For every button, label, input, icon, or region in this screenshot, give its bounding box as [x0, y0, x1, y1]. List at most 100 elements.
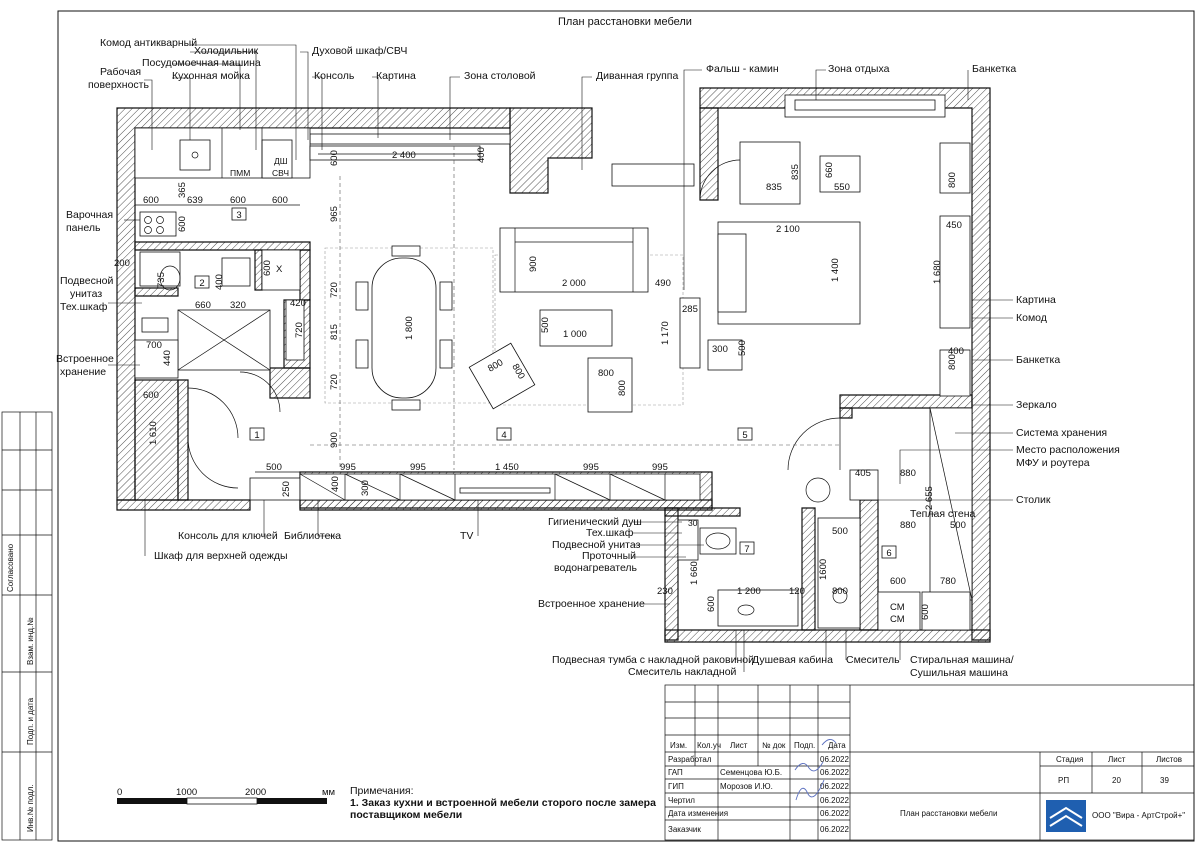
dim-720-c: 720 [329, 374, 340, 390]
cm1-marker: СМ [890, 602, 905, 613]
label-smesitel-nakl: Смеситель накладной [628, 666, 737, 678]
dim-900-a: 900 [329, 432, 340, 448]
label-sistema: Система хранения [1016, 427, 1107, 439]
notes-line1: 1. Заказ кухни и встроенной мебели сторо… [350, 797, 656, 809]
label-unitaz-1: Подвесной [60, 275, 113, 287]
living [468, 227, 701, 413]
callouts: Комод антикварный Холодильник Посудомоеч… [56, 37, 1120, 679]
room-5: 5 [742, 430, 747, 441]
scale-mm: мм [322, 787, 335, 798]
svch-marker: СВЧ [272, 168, 289, 178]
dim-835-a: 835 [766, 182, 782, 193]
dim-400-a: 400 [476, 147, 487, 163]
side-stamp: Согласовано Взам. инд.№ Подп. и дата Инв… [1, 411, 53, 841]
signature-2 [795, 779, 825, 801]
dim-995-a: 995 [340, 462, 356, 473]
dim-1800: 1 800 [404, 316, 415, 340]
dim-285: 285 [682, 304, 698, 315]
bath-laundry [677, 407, 973, 631]
dim-600-h: 600 [706, 596, 717, 612]
label-stolik: Столик [1016, 494, 1051, 506]
dim-230: 230 [657, 586, 673, 597]
dim-450: 450 [946, 220, 962, 231]
label-tumba: Подвесная тумба с накладной раковиной [552, 654, 754, 666]
tb-date-6: 06.2022 [820, 825, 849, 834]
tb-name-gap: Семенцова Ю.Б. [720, 768, 782, 777]
label-varochnaya-1: Варочная [66, 209, 113, 221]
dsh-marker: ДШ [274, 156, 288, 166]
dim-600-b: 600 [143, 195, 159, 206]
label-posudomoyka: Посудомоечная машина [142, 57, 261, 69]
dim-800-e: 800 [947, 172, 958, 188]
dim-1200: 1 200 [737, 586, 761, 597]
label-konsol-klyuch: Консоль для ключей [178, 530, 278, 542]
relax-zone [699, 141, 971, 397]
scale-0: 0 [117, 787, 122, 798]
plan-title: План расстановки мебели [558, 16, 692, 28]
dim-600-c: 600 [230, 195, 246, 206]
dim-639: 639 [187, 195, 203, 206]
label-falsh-kamin: Фальш - камин [706, 63, 779, 75]
dim-800-f: 800 [947, 354, 958, 370]
label-tehshkaf-bath: Тех.шкаф [586, 527, 634, 539]
label-gig-dush: Гигиенический душ [548, 516, 642, 528]
dim-660: 660 [195, 300, 211, 311]
dim-500-c: 500 [266, 462, 282, 473]
room-3: 3 [236, 210, 241, 221]
label-rab-pov-1: Рабочая [100, 66, 141, 78]
dim-835-b: 835 [790, 164, 801, 180]
tb-h-list: Лист [730, 741, 748, 750]
label-unitaz-2: унитаз [70, 288, 102, 300]
signature-1 [794, 761, 824, 772]
room-6: 6 [886, 548, 891, 559]
label-tv: TV [460, 530, 473, 542]
markers: ПММ ДШ СВЧ Х СМ СМ [230, 156, 905, 625]
label-unitaz-bath: Подвесной унитаз [552, 539, 641, 551]
label-mfu-1: Место расположения [1016, 444, 1120, 456]
dim-1660: 1 660 [689, 561, 700, 585]
dim-720-b: 720 [329, 282, 340, 298]
stamp-vzam: Взам. инд.№ [26, 617, 35, 665]
room-2: 2 [199, 278, 204, 289]
dim-2655: 2 655 [924, 486, 935, 510]
tb-h-listov: Листов [1156, 755, 1182, 764]
dim-500-b: 500 [737, 340, 748, 356]
dim-600-e: 600 [177, 216, 188, 232]
tb-name-gip: Морозов И.Ю. [720, 782, 773, 791]
dim-800-a: 800 [598, 368, 614, 379]
room-1: 1 [254, 430, 259, 441]
label-vstr-hran-bath: Встроенное хранение [538, 598, 645, 610]
dim-500-e: 500 [832, 526, 848, 537]
tb-chertil: Чертил [668, 796, 695, 805]
label-kartina-top: Картина [376, 70, 416, 82]
label-banketka-right: Банкетка [1016, 354, 1060, 366]
label-konsol: Консоль [314, 70, 355, 82]
tb-stadiya: РП [1058, 776, 1069, 785]
label-biblioteka: Библиотека [284, 530, 341, 542]
dim-490: 490 [655, 278, 671, 289]
tb-h-data: Дата [828, 741, 846, 750]
dim-720-a: 720 [294, 322, 305, 338]
hall-storage [134, 339, 281, 501]
tb-data-izm: Дата изменения [668, 809, 728, 818]
stamp-podp: Подп. и дата [26, 697, 35, 745]
label-stiral-1: Стиральная машина/ [910, 654, 1014, 666]
dim-365: 365 [177, 182, 188, 198]
dim-400-d: 400 [330, 476, 341, 492]
tb-date-5: 06.2022 [820, 809, 849, 818]
tb-date-3: 06.2022 [820, 782, 849, 791]
dim-320: 320 [230, 300, 246, 311]
room-numbers: 3 2 1 4 5 6 7 [194, 207, 897, 559]
tb-h-ndok: № док [762, 741, 786, 750]
dim-2100: 2 100 [776, 224, 800, 235]
dim-600-f: 600 [262, 260, 273, 276]
label-vstr-hran-1: Встроенное [56, 353, 114, 365]
tb-zakazchik: Заказчик [668, 825, 701, 834]
dim-800-g: 800 [832, 586, 848, 597]
leaders [108, 44, 1013, 672]
label-stiral-2: Сушильная машина [910, 667, 1008, 679]
dim-600-a: 600 [329, 150, 340, 166]
cm2-marker: СМ [890, 614, 905, 625]
label-zerkalo: Зеркало [1016, 399, 1057, 411]
